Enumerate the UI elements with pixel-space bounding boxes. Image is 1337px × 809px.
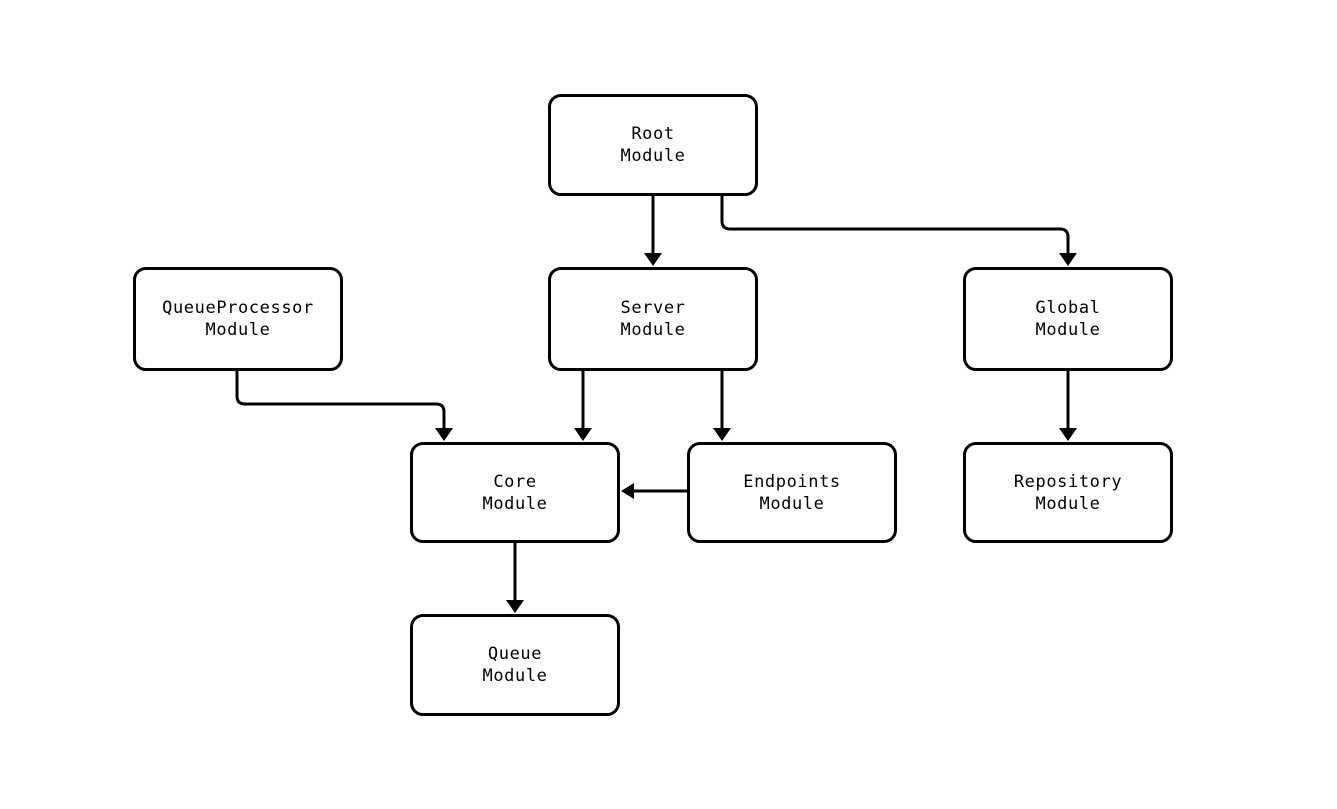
node-label-suffix: Module — [205, 320, 271, 340]
node-label-suffix: Module — [1035, 320, 1101, 340]
node-label-suffix: Module — [482, 493, 548, 514]
arrowhead-root-to-global — [1059, 253, 1077, 266]
node-label-suffix: Module — [1035, 493, 1101, 514]
node-label-suffix: Module — [482, 666, 548, 686]
node-label-name: Core — [493, 471, 537, 492]
arrowhead-core-to-queue — [506, 600, 524, 613]
edge-root-to-global — [720, 196, 1070, 255]
node-label-name: Repository — [1013, 471, 1123, 492]
node-label-name: Endpoints — [743, 471, 841, 492]
node-label-name: Global — [1035, 298, 1101, 318]
arrowhead-root-to-server — [644, 253, 662, 266]
node-label-name: QueueProcessor — [162, 298, 314, 318]
arrowhead-server-to-endpoints — [713, 428, 731, 441]
node-label-suffix: Module — [620, 320, 686, 340]
node-label-name: Server — [620, 298, 686, 318]
arrowhead-queueprocessor-to-core — [435, 428, 453, 441]
node-label-suffix: Module — [620, 146, 686, 166]
edge-queueprocessor-to-core — [235, 371, 446, 430]
arrowhead-endpoints-to-core — [621, 483, 634, 499]
node-label-suffix: Module — [759, 493, 825, 514]
node-label-name: Queue — [487, 644, 543, 664]
arrowhead-global-to-repository — [1059, 428, 1077, 441]
node-label-name: Root — [631, 124, 675, 144]
arrowhead-server-to-core — [574, 428, 592, 441]
